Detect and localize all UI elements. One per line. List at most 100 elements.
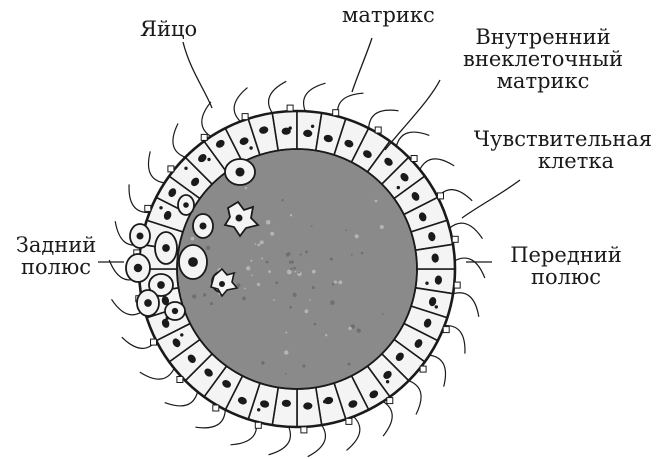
surface-granule [411,156,417,162]
label-sensory-cell-line1: Чувствительная [440,128,652,150]
interior-cell-nucleus [134,264,142,272]
cell-granule [311,125,314,128]
matrix-speckle [266,261,269,264]
label-sensory-cell: Чувствительная клетка [440,128,652,172]
label-inner-matrix-line2: внеклеточный [448,48,638,70]
matrix-speckle [312,286,315,289]
matrix-speckle [287,270,292,275]
cilium [202,102,211,137]
interior-cell-nucleus [183,202,189,208]
matrix-speckle [298,272,300,274]
matrix-speckle [351,254,353,256]
matrix-speckle [309,299,311,301]
cilium [369,110,399,128]
cilium [165,392,198,406]
matrix-speckle [302,364,305,367]
matrix-speckle [206,246,210,250]
interior-cell-nucleus [144,299,152,307]
matrix-speckle [257,283,260,286]
label-posterior-pole-line2: полюс [8,256,104,278]
matrix-speckle [203,293,206,296]
amoeboid-cell-nucleus [219,281,225,287]
matrix-speckle [290,214,292,216]
cell-granule [159,206,162,209]
label-anterior-pole-line2: полюс [496,266,636,288]
surface-granule [454,282,460,288]
matrix-speckle [348,327,351,330]
matrix-speckle [258,244,261,247]
matrix-speckle [261,257,263,259]
label-inner-matrix-line1: Внутренний [448,26,638,48]
surface-granule [452,236,458,242]
matrix-speckle [348,363,351,366]
surface-granule [420,366,426,372]
cell-granule [289,126,292,129]
leader-outer-matrix [352,38,372,92]
cell-granule [425,282,428,285]
label-egg: Яйцо [140,18,197,40]
surface-granule [443,327,449,333]
surface-granule [301,427,307,433]
matrix-speckle [289,306,292,309]
matrix-speckle [285,332,287,334]
label-anterior-pole-line1: Передний [496,244,636,266]
cell-granule [180,333,183,336]
matrix-speckle [251,275,253,277]
cilium [308,425,326,457]
cilium [396,132,429,146]
matrix-speckle [332,283,334,285]
cilium [383,402,392,437]
matrix-speckle [261,361,265,365]
cell-granule [257,408,260,411]
surface-granule [375,127,381,133]
matrix-speckle [281,199,283,201]
matrix-speckle [242,297,246,301]
cilium [173,124,185,158]
surface-granule [145,205,151,211]
matrix-speckle [330,258,333,261]
matrix-speckle [246,266,250,270]
matrix-speckle [295,271,297,273]
cilium [304,83,326,111]
surface-granule [333,110,339,116]
surface-granule [201,134,207,140]
label-inner-matrix-line3: матрикс [448,70,638,92]
matrix-speckle [338,281,342,285]
matrix-speckle [275,281,278,284]
surface-granule [242,114,248,120]
cilium [231,422,257,445]
cilium [269,81,287,113]
interior-cell-nucleus [188,257,198,267]
label-sensory-cell-line2: клетка [440,150,652,172]
matrix-speckle [250,260,252,262]
interior-cell-nucleus [235,167,244,176]
matrix-speckle [273,299,275,301]
matrix-speckle [270,232,274,236]
matrix-speckle [285,373,287,375]
cell-granule [323,400,326,403]
matrix-speckle [245,187,247,189]
cell-granule [386,380,389,383]
cilium [338,93,364,116]
cilium [455,258,485,278]
surface-granule [438,193,444,199]
label-anterior-pole: Передний полюс [496,244,636,288]
cell-granule [397,186,400,189]
matrix-speckle [284,350,288,354]
surface-granule [151,339,157,345]
matrix-speckle [311,225,313,227]
cilium [148,151,164,183]
matrix-speckle [191,237,195,241]
surface-granule [168,166,174,172]
matrix-speckle [255,243,257,245]
matrix-speckle [289,261,292,264]
cell-granule [207,158,210,161]
cilium [409,381,421,415]
cell-granule [249,146,252,149]
matrix-speckle [293,267,296,270]
matrix-speckle [361,252,364,255]
matrix-speckle [382,313,384,315]
cell-granule [435,305,438,308]
label-posterior-pole: Задний полюс [8,234,104,278]
matrix-speckle [330,300,335,305]
